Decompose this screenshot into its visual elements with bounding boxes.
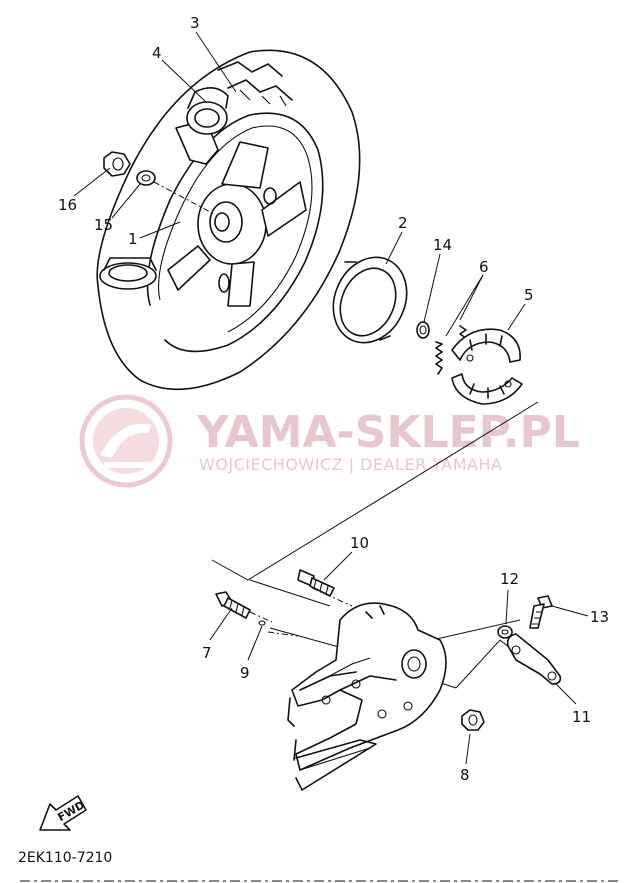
part-16-nut (103, 151, 131, 177)
part-5-brake-shoes (451, 328, 523, 405)
leader-lines (73, 31, 589, 765)
part-14-washer (416, 321, 430, 339)
part-8-nut (461, 709, 485, 731)
watermark-title: YAMA-SKLEP.PL (196, 407, 580, 458)
callout-14: 14 (433, 236, 452, 254)
callout-7: 7 (202, 644, 212, 662)
part-15-washer (136, 170, 156, 186)
callout-12: 12 (500, 570, 519, 588)
callout-4: 4 (152, 44, 162, 62)
watermark-subtitle: WOJCIECHOWICZ | DEALER YAMAHA (199, 455, 502, 474)
part-7-camshaft (215, 591, 251, 619)
part-13-bolt (529, 595, 553, 629)
callout-2: 2 (398, 214, 408, 232)
fwd-arrow: FWD (39, 795, 87, 831)
part-11-lever (506, 633, 562, 685)
callout-6: 6 (479, 258, 489, 276)
callout-13: 13 (590, 608, 609, 626)
watermark: YAMA-SKLEP.PL WOJCIECHOWICZ | DEALER YAM… (79, 394, 580, 488)
callout-11: 11 (572, 708, 591, 726)
callout-10: 10 (350, 534, 369, 552)
rear-wheel-assembly (96, 49, 361, 391)
drawing-code: 2EK110-7210 (18, 850, 112, 866)
part-10-bolt (297, 569, 335, 597)
callout-1: 1 (128, 230, 138, 248)
callout-3: 3 (190, 14, 200, 32)
watermark-logo-icon (79, 394, 173, 488)
callout-16: 16 (58, 196, 77, 214)
part-2-ring (332, 256, 408, 344)
rear-arm-case (287, 602, 447, 791)
callout-5: 5 (524, 286, 534, 304)
callout-15: 15 (94, 216, 113, 234)
part-12-washer (497, 625, 513, 639)
callout-9: 9 (240, 664, 250, 682)
axle-centerline (153, 181, 215, 215)
callout-8: 8 (460, 766, 470, 784)
part-9-oring (258, 620, 266, 626)
callout-labels: 3 4 1 2 14 6 5 16 15 10 7 9 8 12 13 11 (58, 14, 609, 784)
